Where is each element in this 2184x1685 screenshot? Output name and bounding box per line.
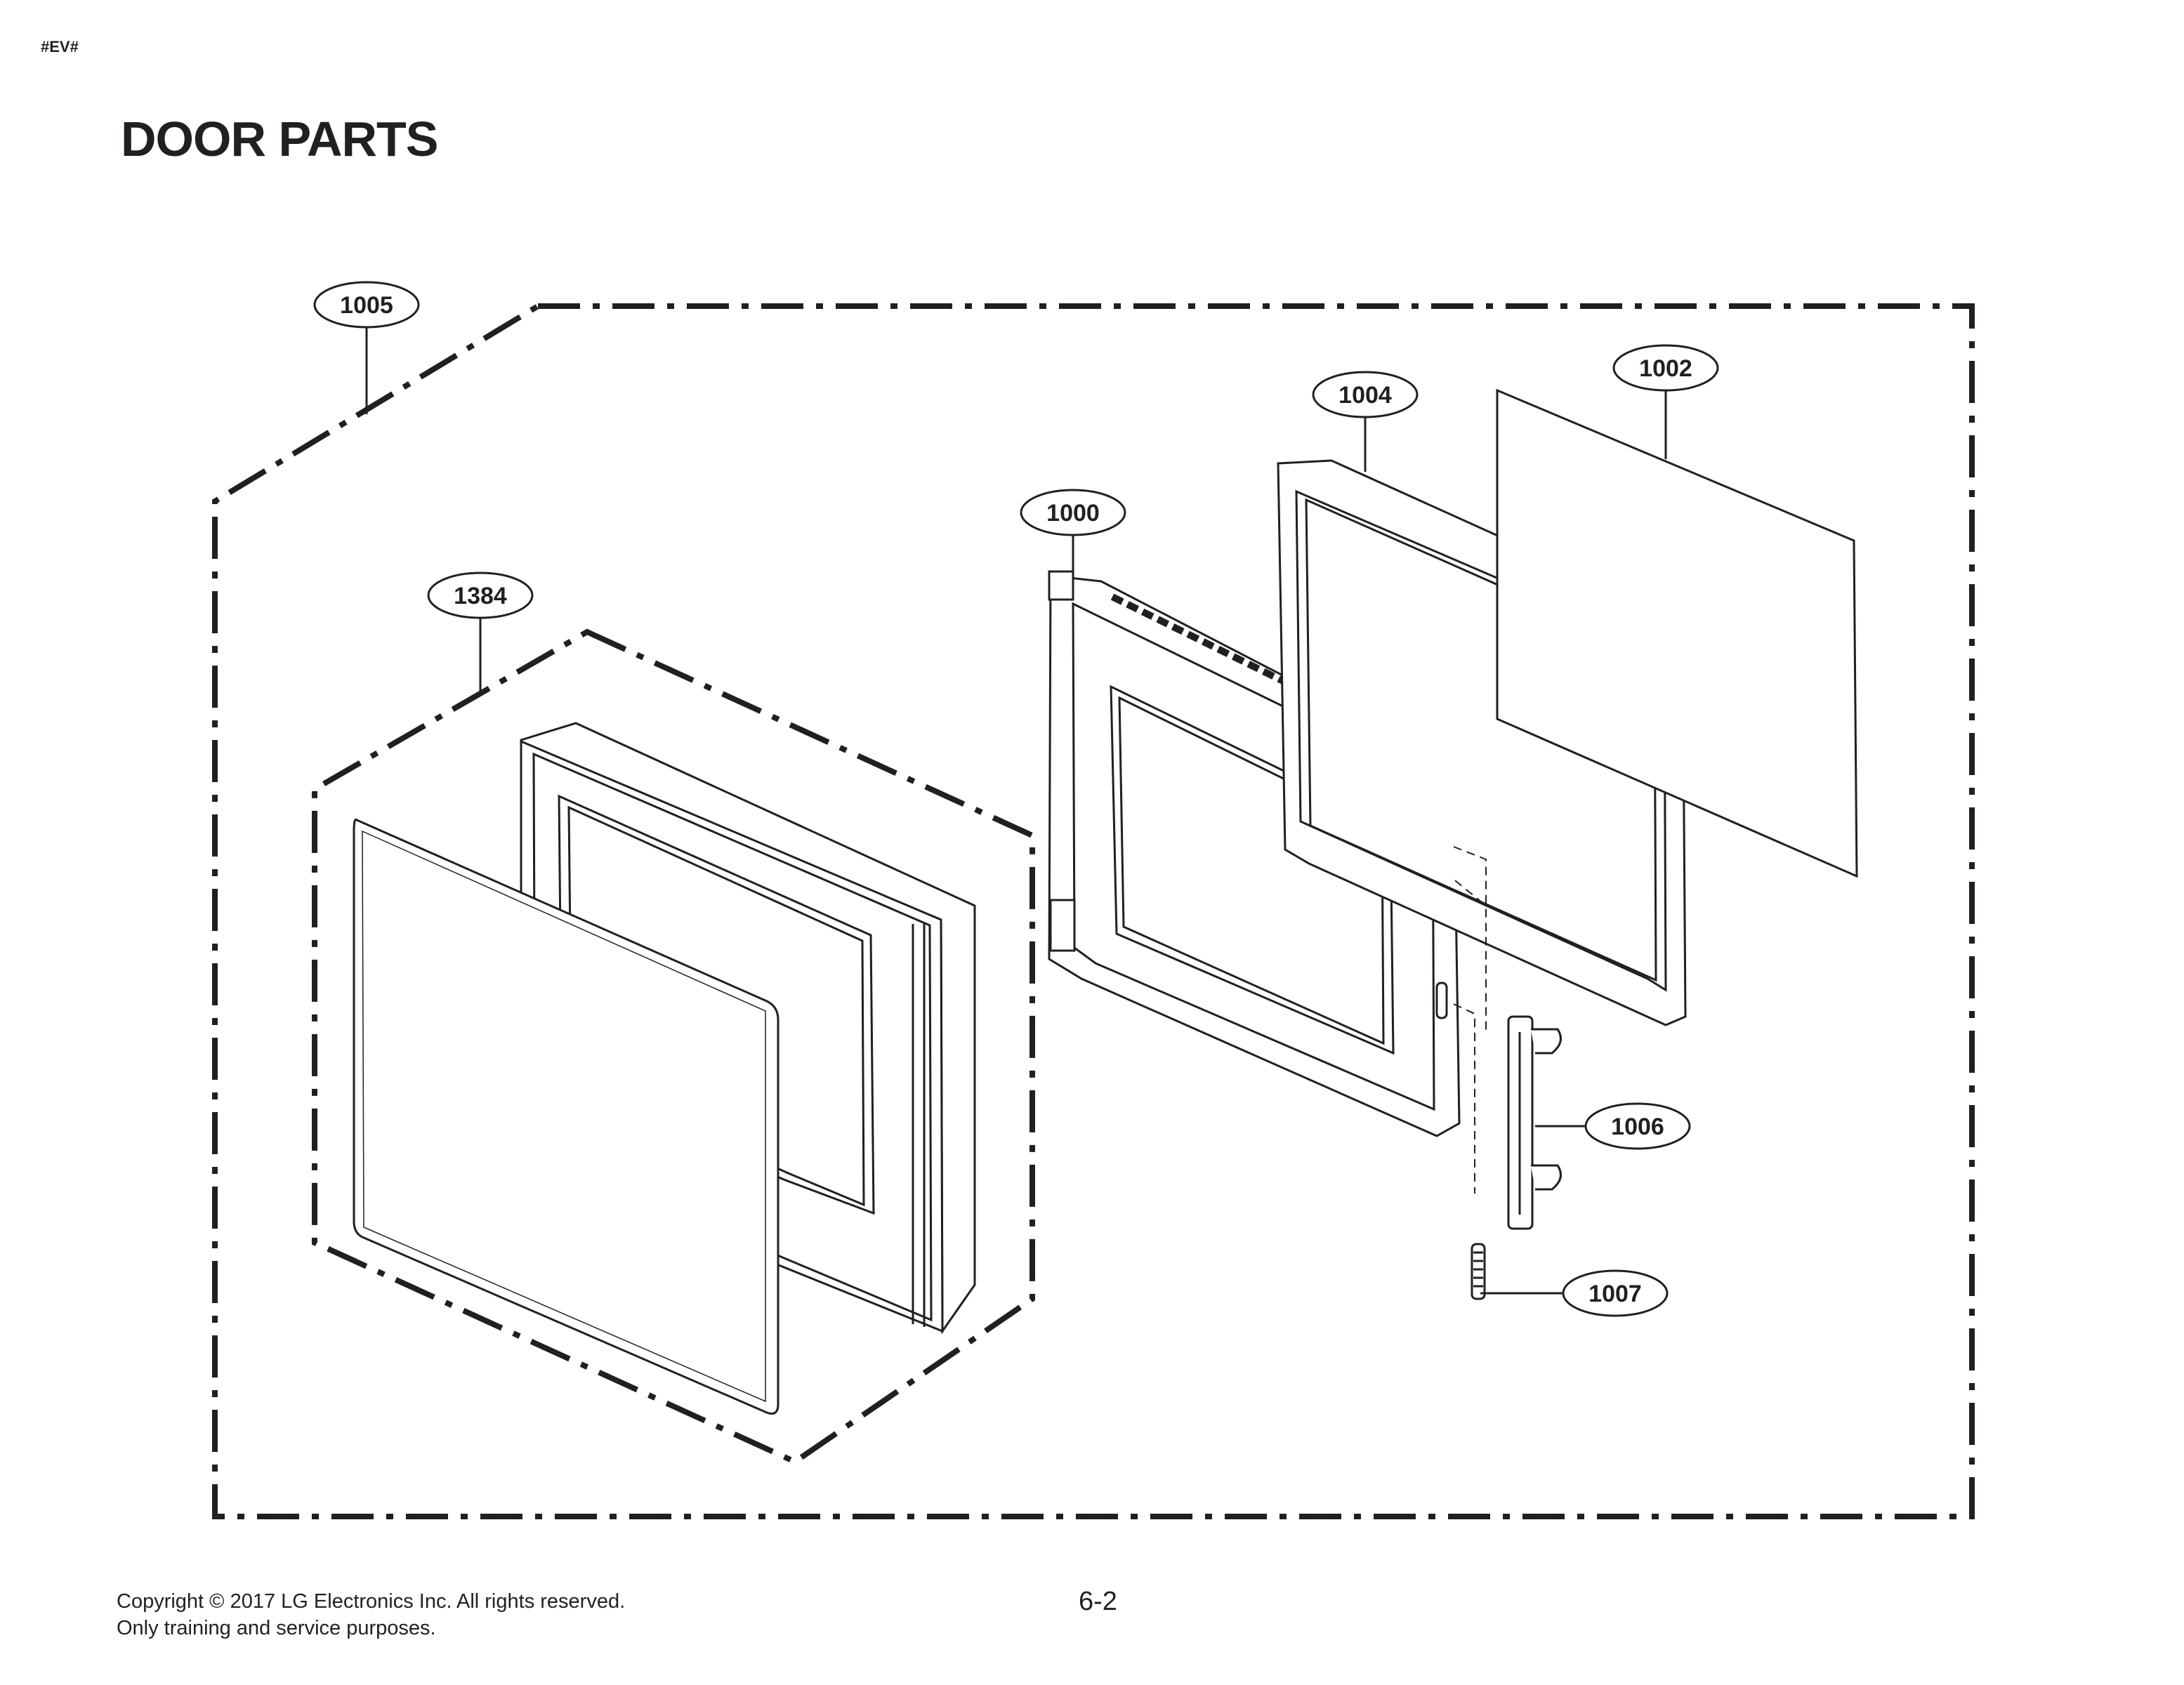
purpose-text: Only training and service purposes. xyxy=(117,1617,436,1639)
callout-1005: 1005 xyxy=(313,281,420,329)
callout-1000: 1000 xyxy=(1020,489,1126,536)
callout-1384: 1384 xyxy=(427,571,534,619)
footer-notice: Copyright © 2017 LG Electronics Inc. All… xyxy=(117,1588,625,1641)
callout-label-1000: 1000 xyxy=(1046,500,1100,527)
callout-1002: 1002 xyxy=(1612,344,1719,392)
document-code: #EV# xyxy=(41,38,79,55)
callout-label-1002: 1002 xyxy=(1639,355,1692,382)
front-panel-inner-edge xyxy=(362,830,766,1403)
callout-label-1007: 1007 xyxy=(1588,1281,1642,1307)
assembly-boundary-1005 xyxy=(212,303,1975,1519)
callout-1007: 1007 xyxy=(1562,1269,1669,1317)
callout-label-1006: 1006 xyxy=(1611,1114,1664,1140)
callout-1006: 1006 xyxy=(1584,1102,1691,1150)
copyright-text: Copyright © 2017 LG Electronics Inc. All… xyxy=(117,1590,626,1613)
page-title: DOOR PARTS xyxy=(121,112,438,166)
latch-spring-part xyxy=(1471,1243,1486,1300)
latch-hook-part xyxy=(1507,1015,1562,1230)
callout-1004: 1004 xyxy=(1312,371,1419,418)
door-cover-sheet xyxy=(1496,388,1858,878)
leader-lines xyxy=(365,327,1667,1295)
callout-label-1004: 1004 xyxy=(1338,382,1392,409)
assembly-guide-lines xyxy=(1453,846,1487,1194)
callout-label-1005: 1005 xyxy=(340,292,393,319)
page-number: 6-2 xyxy=(1079,1587,1117,1616)
callout-label-1384: 1384 xyxy=(454,583,507,609)
front-door-panel xyxy=(353,818,779,1415)
